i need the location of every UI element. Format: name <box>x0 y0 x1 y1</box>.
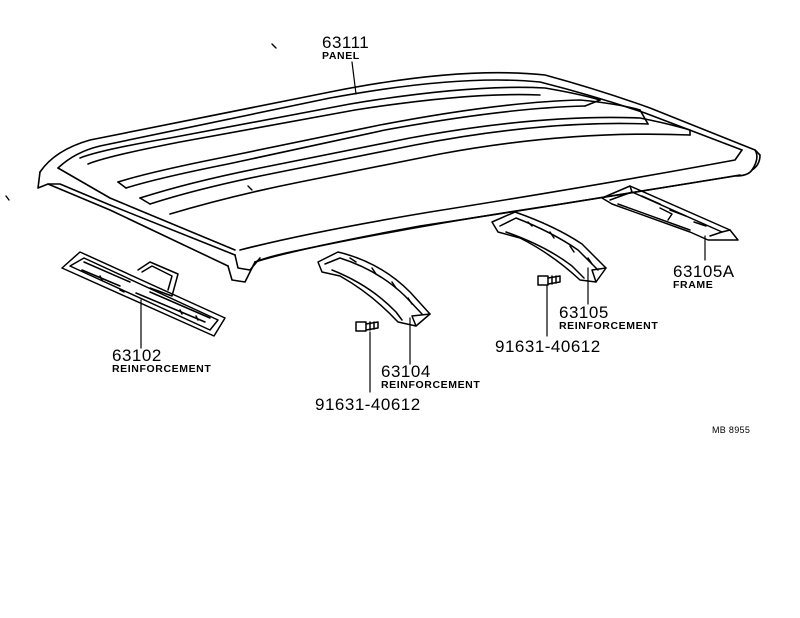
bolt-left-number: 91631-40612 <box>315 395 421 414</box>
part-number-63104: 63104 <box>381 362 431 381</box>
front-reinforcement-drawing <box>61 251 226 337</box>
bolt-right-number: 91631-40612 <box>495 337 601 356</box>
part-number-63102: 63102 <box>112 346 162 365</box>
bolt-right-drawing <box>537 275 561 286</box>
callout-63105a: 63105A FRAME <box>673 262 735 291</box>
frame-drawing <box>601 185 739 241</box>
callout-63104: 63104 REINFORCEMENT <box>381 362 480 391</box>
scan-specks <box>5 43 277 201</box>
leader-lines <box>140 61 706 393</box>
leader-panel <box>351 61 357 95</box>
part-name-63105: REINFORCEMENT <box>559 320 659 332</box>
part-name-frame: FRAME <box>673 279 714 291</box>
callout-63105: 63105 REINFORCEMENT <box>559 303 658 332</box>
mid-reinforcement-drawing <box>317 251 431 327</box>
part-name-panel: PANEL <box>322 50 360 62</box>
part-number-63105: 63105 <box>559 303 609 322</box>
rear-reinforcement-drawing <box>491 211 607 283</box>
part-number-63111: 63111 <box>322 33 370 52</box>
callout-panel: 63111 PANEL <box>322 33 369 62</box>
roof-panel-drawing <box>37 71 761 283</box>
part-name-63102: REINFORCEMENT <box>112 363 212 375</box>
bolt-left-drawing <box>355 321 379 332</box>
part-number-63105a: 63105A <box>673 262 735 281</box>
callout-63102: 63102 REINFORCEMENT <box>112 346 211 375</box>
drawing-code: MB 8955 <box>712 425 751 435</box>
part-name-63104: REINFORCEMENT <box>381 379 481 391</box>
